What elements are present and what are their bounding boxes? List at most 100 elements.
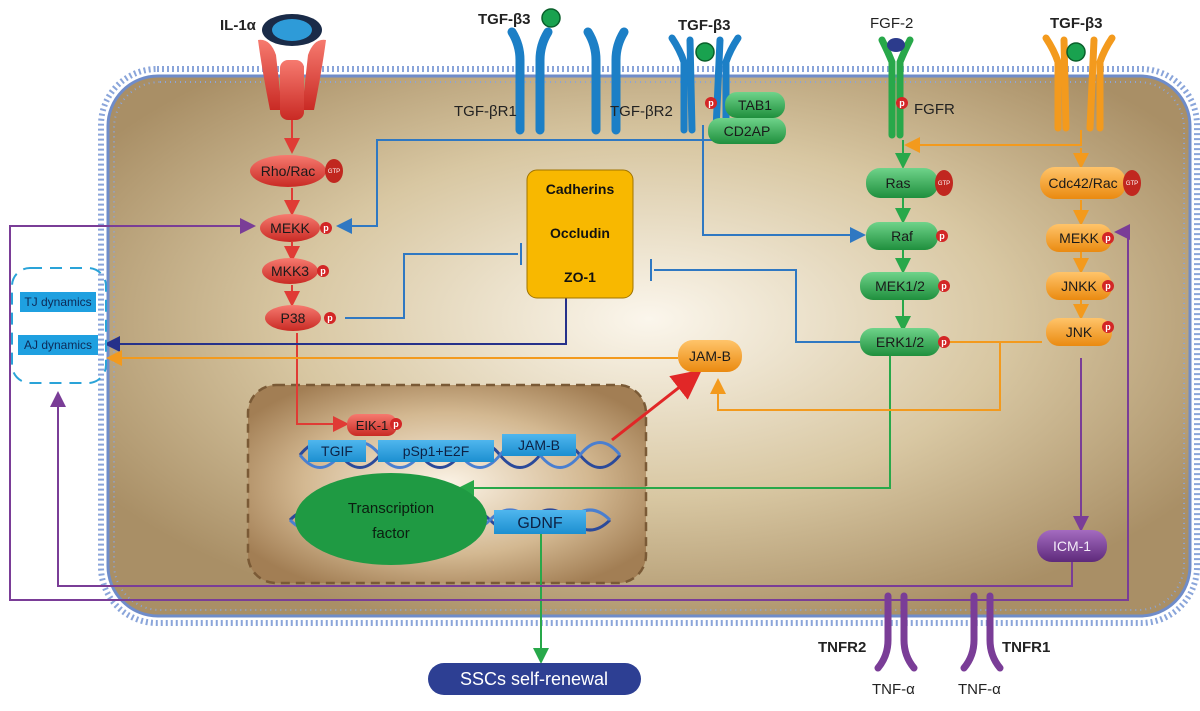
blue-pathway-arrows bbox=[336, 125, 866, 343]
svg-text:p: p bbox=[320, 266, 326, 276]
svg-text:pSp1+E2F: pSp1+E2F bbox=[403, 443, 470, 459]
tgfbr2-receptor bbox=[583, 27, 629, 135]
tgfbr1-receptor bbox=[507, 27, 553, 135]
mekk-right-node: MEKK bbox=[1046, 224, 1112, 252]
svg-text:MEKK: MEKK bbox=[1059, 230, 1099, 246]
tgfbr-phospho-icon: p bbox=[705, 97, 717, 109]
svg-text:CD2AP: CD2AP bbox=[724, 123, 771, 139]
psp1-e2f-box: pSp1+E2F bbox=[378, 440, 494, 462]
raf-node: Raf bbox=[866, 222, 938, 250]
junction-to-aj-arrow bbox=[104, 298, 567, 352]
svg-text:TAB1: TAB1 bbox=[738, 97, 772, 113]
tgfb-receptor-complex bbox=[668, 34, 742, 134]
tgfb3-label-b: TGF-β3 bbox=[678, 17, 731, 34]
tnfr2-label: TNFR2 bbox=[818, 639, 866, 656]
mekk-right-phospho-icon: p bbox=[1102, 232, 1114, 244]
transcription-factor-node: Transcription factor bbox=[295, 473, 487, 565]
raf-phospho-icon: p bbox=[936, 230, 948, 242]
mek12-node: MEK1/2 bbox=[860, 272, 940, 300]
tgfb3-label-a: TGF-β3 bbox=[478, 11, 531, 28]
mekk-left-node: MEKK bbox=[260, 214, 320, 242]
tj-dynamics-label: TJ dynamics bbox=[24, 295, 91, 309]
ras-node: Ras bbox=[866, 168, 938, 198]
orange-pathway-arrows bbox=[106, 130, 1089, 411]
svg-text:p: p bbox=[941, 337, 947, 347]
svg-text:JAM-B: JAM-B bbox=[518, 437, 560, 453]
cdc42-gtp-icon: GTP bbox=[1123, 170, 1141, 196]
svg-text:Raf: Raf bbox=[891, 228, 913, 244]
tgfb3-bound-ligand-icon bbox=[695, 42, 715, 62]
svg-text:p: p bbox=[323, 223, 329, 233]
tgfb3-label-c: TGF-β3 bbox=[1050, 15, 1103, 32]
icm1-node: ICM-1 bbox=[1037, 530, 1107, 562]
svg-text:Ras: Ras bbox=[886, 175, 911, 191]
jnkk-node: JNKK bbox=[1046, 272, 1112, 300]
jamb-gene-box: JAM-B bbox=[502, 434, 576, 456]
erk12-phospho-icon: p bbox=[938, 336, 950, 348]
tgfbr1-label: TGF-βR1 bbox=[454, 103, 517, 120]
gdnf-box: GDNF bbox=[494, 510, 586, 534]
cadherins-label: Cadherins bbox=[546, 181, 615, 197]
jamb-gene-to-jamb-arrow bbox=[611, 369, 703, 442]
occludin-label: Occludin bbox=[550, 225, 610, 241]
svg-text:Rho/Rac: Rho/Rac bbox=[261, 163, 315, 179]
svg-text:p: p bbox=[939, 231, 945, 241]
tgfb3-ligand-icon bbox=[541, 8, 561, 28]
svg-text:factor: factor bbox=[372, 525, 410, 542]
svg-text:p: p bbox=[1105, 233, 1111, 243]
tab1-node: TAB1 bbox=[725, 92, 785, 118]
purple-pathway-arrows bbox=[9, 218, 1130, 601]
zo1-label: ZO-1 bbox=[564, 269, 596, 285]
fgf2-ligand-icon bbox=[887, 38, 905, 52]
mek12-phospho-icon: p bbox=[938, 280, 950, 292]
jnkk-phospho-icon: p bbox=[1102, 280, 1114, 292]
svg-text:MKK3: MKK3 bbox=[271, 263, 309, 279]
svg-text:GTP: GTP bbox=[328, 169, 340, 175]
il1-receptor bbox=[258, 39, 326, 120]
red-pathway-arrows bbox=[284, 115, 349, 432]
fgfr-receptor bbox=[878, 36, 914, 139]
jnk-phospho-icon: p bbox=[1102, 321, 1114, 333]
elk1-phospho-icon: p bbox=[390, 418, 402, 430]
elk1-node: EIK-1 bbox=[347, 414, 397, 436]
svg-text:p: p bbox=[327, 313, 333, 323]
svg-text:p: p bbox=[941, 281, 947, 291]
svg-text:P38: P38 bbox=[281, 310, 306, 326]
svg-text:Cdc42/Rac: Cdc42/Rac bbox=[1048, 175, 1117, 191]
svg-text:SSCs self-renewal: SSCs self-renewal bbox=[460, 669, 608, 689]
ras-gtp-icon: GTP bbox=[935, 170, 953, 196]
svg-text:Transcription: Transcription bbox=[348, 500, 434, 517]
tj-dynamics-box bbox=[20, 292, 96, 312]
ssc-self-renewal-badge: SSCs self-renewal bbox=[428, 663, 641, 695]
tgfb-orange-receptor bbox=[1042, 34, 1116, 132]
svg-text:TGIF: TGIF bbox=[321, 443, 353, 459]
junction-proteins-box: Cadherins Occludin ZO-1 bbox=[526, 169, 634, 299]
svg-text:p: p bbox=[899, 98, 905, 108]
jnk-node: JNK bbox=[1046, 318, 1112, 346]
tnfr2-receptor bbox=[874, 592, 918, 672]
svg-text:p: p bbox=[393, 419, 399, 429]
tgfb3-orange-ligand-icon bbox=[1066, 42, 1086, 62]
svg-text:MEKK: MEKK bbox=[270, 220, 310, 236]
cdc42-rac-node: Cdc42/Rac bbox=[1040, 167, 1126, 199]
tgif-box: TGIF bbox=[308, 440, 366, 462]
p38-node: P38 bbox=[265, 305, 321, 331]
tgfbr2-label: TGF-βR2 bbox=[610, 103, 673, 120]
svg-text:JAM-B: JAM-B bbox=[689, 348, 731, 364]
svg-text:p: p bbox=[708, 98, 714, 108]
aj-dynamics-label: AJ dynamics bbox=[24, 338, 92, 352]
green-pathway-arrows bbox=[458, 140, 911, 664]
rho-rac-gtp-icon: GTP bbox=[325, 159, 343, 183]
tnfr1-receptor bbox=[960, 592, 1004, 672]
svg-text:JNKK: JNKK bbox=[1061, 278, 1097, 294]
il1a-label: IL-1α bbox=[220, 17, 257, 34]
dynamics-panel: TJ dynamics AJ dynamics bbox=[11, 267, 107, 384]
svg-text:ICM-1: ICM-1 bbox=[1053, 538, 1091, 554]
cd2ap-node: CD2AP bbox=[708, 118, 786, 144]
tnfr1-label: TNFR1 bbox=[1002, 639, 1050, 656]
svg-text:JNK: JNK bbox=[1066, 324, 1093, 340]
svg-text:p: p bbox=[1105, 281, 1111, 291]
tnfa-label-a: TNF-α bbox=[872, 681, 915, 698]
